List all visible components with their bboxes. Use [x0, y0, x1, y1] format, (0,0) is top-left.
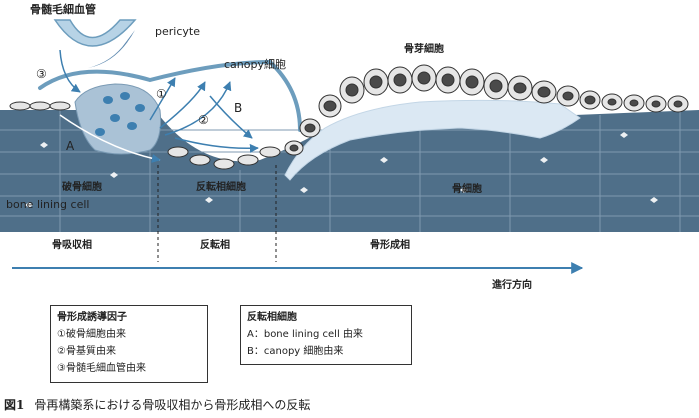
marker-2: ② — [198, 113, 209, 127]
legend-factors-item: ③骨髄毛細血管由来 — [57, 363, 146, 374]
legend-factors: 骨形成誘導因子 ①破骨細胞由来 ②骨基質由来 ③骨髄毛細血管由来 — [50, 305, 208, 383]
marker-b: B — [234, 101, 242, 115]
legend-cells: 反転相細胞 A：bone lining cell 由来 B：canopy 細胞由… — [240, 305, 412, 365]
osteoclast-label: 破骨細胞 — [62, 180, 102, 193]
phase-reversal: 反転相 — [200, 238, 230, 251]
marker-1: ① — [156, 87, 167, 101]
pericyte-label: pericyte — [155, 25, 200, 38]
canopy-label: canopy細胞 — [224, 58, 286, 71]
phase-formation: 骨形成相 — [370, 238, 410, 251]
reversal-cells — [167, 146, 281, 170]
marker-a: A — [66, 139, 75, 153]
marker-3: ③ — [36, 67, 47, 81]
osteoblast-label: 骨芽細胞 — [404, 42, 444, 55]
osteocyte-label: 骨細胞 — [452, 182, 482, 195]
direction-label: 進行方向 — [492, 278, 532, 291]
legend-factors-title: 骨形成誘導因子 — [57, 312, 127, 323]
bone-tissue — [0, 110, 699, 232]
figure-number: 図1 — [4, 398, 25, 412]
canopy-cell-layer — [38, 59, 302, 132]
legend-factors-item: ①破骨細胞由来 — [57, 329, 126, 340]
figure-caption-text: 骨再構築系における骨吸収相から骨形成相への反転 — [34, 398, 311, 412]
phase-resorption: 骨吸収相 — [52, 238, 92, 251]
legend-cells-item: A：bone lining cell 由来 — [247, 329, 363, 340]
capillary — [53, 19, 137, 47]
osteoblasts — [284, 64, 689, 156]
bone-lining-label: bone lining cell — [6, 198, 89, 211]
arrow-a — [59, 114, 161, 163]
legend-cells-item: B：canopy 細胞由来 — [247, 346, 344, 357]
legend-factors-item: ②骨基質由来 — [57, 346, 116, 357]
bone-lining-cells — [9, 101, 71, 111]
figure-caption: 図1 骨再構築系における骨吸収相から骨形成相への反転 — [4, 396, 310, 413]
legend-cells-title: 反転相細胞 — [247, 312, 297, 323]
osteoid-layer — [284, 99, 581, 181]
reversal-cell-label: 反転相細胞 — [196, 180, 246, 193]
capillary-label: 骨髄毛細血管 — [30, 2, 96, 16]
signal-arrows — [59, 49, 259, 153]
